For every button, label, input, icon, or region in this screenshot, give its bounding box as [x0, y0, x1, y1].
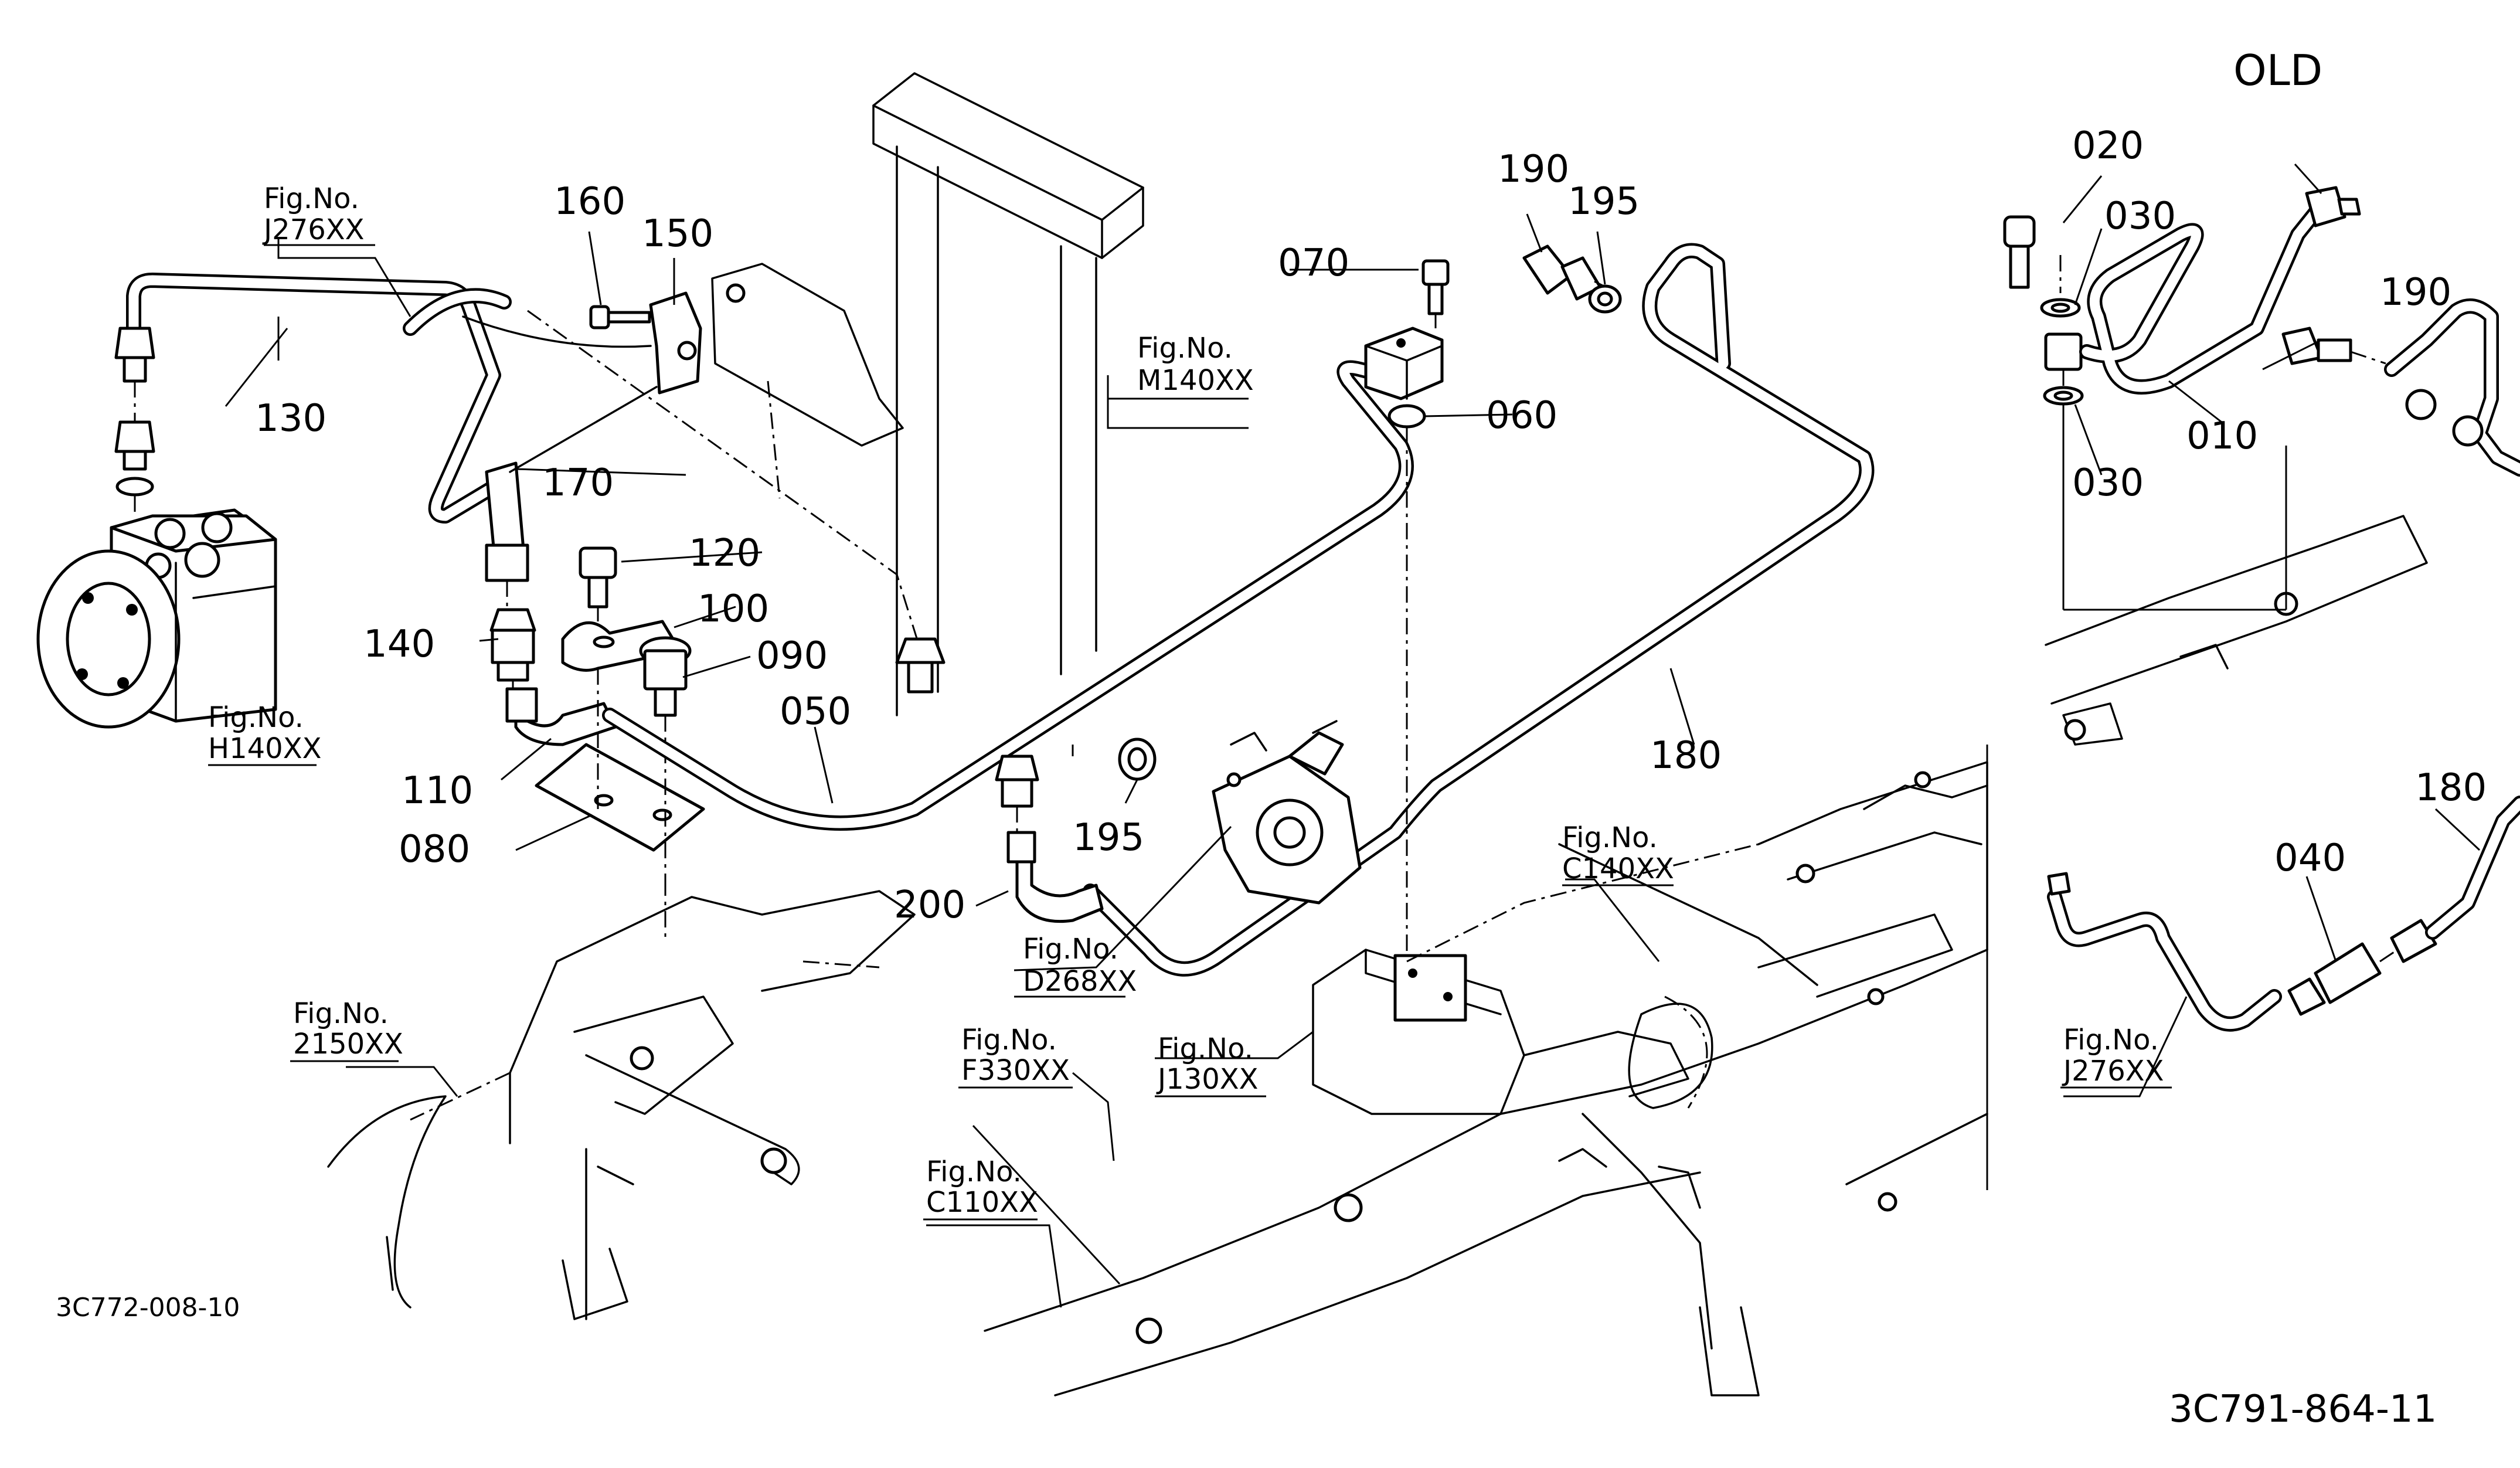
frame-left [327, 879, 916, 1320]
figref-h140-code: H140XX [208, 732, 321, 765]
part-label-160: 160 [554, 180, 625, 223]
part-number-labels: 130 160 150 170 120 100 090 140 050 110 … [255, 124, 2487, 927]
part-label-060: 060 [1486, 394, 1557, 437]
part-label-100: 100 [698, 587, 769, 631]
part-label-150: 150 [642, 212, 713, 256]
part-label-195-lower: 195 [1073, 816, 1144, 859]
figref-j276-top-code: J276XX [262, 213, 365, 246]
figref-j276-right-code: J276XX [2062, 1055, 2164, 1088]
part-label-190-right: 190 [2380, 271, 2451, 314]
figref-f330-label: Fig.No. [961, 1024, 1057, 1056]
figref-j130-code: J130XX [1156, 1063, 1259, 1096]
dashed-run [527, 310, 927, 669]
leader-bold-2 [509, 386, 658, 473]
figref-j276-right-label: Fig.No. [2063, 1024, 2159, 1056]
block-060 [1364, 327, 1444, 429]
figref-h140-label: Fig.No. [208, 701, 304, 734]
bracket-frame [711, 72, 1144, 716]
figref-2150-label: Fig.No. [293, 997, 389, 1030]
leader-lines [225, 163, 2481, 1308]
figref-c140-label: Fig.No. [1562, 821, 1658, 854]
washer-195-top [1588, 284, 1622, 314]
drawing-code-left: 3C772-008-10 [56, 1293, 240, 1323]
figref-j276-top-label: Fig.No. [264, 182, 359, 215]
figref-d268-label: Fig.No. [1023, 933, 1118, 966]
elbow-200 [995, 755, 1104, 923]
figref-c110-label: Fig.No. [926, 1156, 1022, 1188]
figref-2150-code: 2150XX [293, 1028, 403, 1061]
part-label-180-right: 180 [2415, 766, 2487, 810]
part-label-170: 170 [542, 461, 614, 505]
drawing-code-right: 3C791-864-11 [2169, 1388, 2437, 1431]
fitting-bracket [895, 637, 946, 694]
pipe-050 [602, 360, 1414, 831]
part-label-130: 130 [255, 397, 327, 440]
part-label-120: 120 [689, 532, 760, 575]
leader-bold-1 [462, 315, 652, 348]
figref-c110-code: C110XX [926, 1186, 1038, 1219]
part-label-190-top: 190 [1498, 148, 1569, 191]
part-label-180: 180 [1650, 734, 1722, 777]
figref-j130-label: Fig.No. [1158, 1032, 1253, 1065]
part-label-030-lower: 030 [2072, 461, 2144, 505]
old-panel-lower-parts [2047, 796, 2520, 1032]
bolt-070 [1421, 259, 1450, 328]
part-label-070: 070 [1278, 242, 1349, 285]
clamp-100 [561, 620, 682, 672]
old-panel-parts [2003, 186, 2520, 746]
hose-j276 [403, 288, 512, 336]
bolt-090 [639, 636, 692, 717]
part-label-200: 200 [894, 883, 965, 927]
figure-references: Fig.No. J276XX Fig.No. M140XX Fig.No. H1… [208, 182, 2172, 1221]
bolt-120 [579, 546, 617, 621]
fitting-group-170-140-110 [485, 461, 617, 746]
figref-c140-code: C140XX [1562, 852, 1674, 885]
figref-d268-code: D268XX [1023, 965, 1137, 998]
figref-m140-code: M140XX [1137, 364, 1254, 397]
figref-m140-label: Fig.No. [1137, 332, 1233, 365]
frame-center [984, 949, 1988, 1396]
steering-unit [36, 508, 277, 729]
figref-f330-code: F330XX [961, 1054, 1070, 1087]
part-label-110: 110 [402, 769, 473, 813]
variant-title: OLD [2233, 46, 2322, 95]
valve-d268 [1212, 720, 1362, 905]
washer-195-lower [1118, 738, 1157, 781]
part-label-050: 050 [780, 690, 851, 733]
part-label-080: 080 [399, 828, 470, 871]
bolt-160 [589, 305, 651, 329]
part-label-195-top: 195 [1568, 180, 1640, 223]
plate-080 [535, 743, 705, 852]
part-label-140: 140 [363, 623, 435, 666]
part-label-010: 010 [2186, 414, 2258, 458]
part-label-040: 040 [2274, 837, 2346, 880]
part-label-030-upper: 030 [2104, 195, 2176, 238]
frame-right [1406, 761, 1988, 1212]
pipe-180 [1083, 243, 1875, 977]
fitting-stack-left [114, 327, 155, 516]
clamp-150 [649, 291, 702, 395]
part-label-090: 090 [756, 634, 828, 678]
part-label-020: 020 [2072, 124, 2144, 168]
